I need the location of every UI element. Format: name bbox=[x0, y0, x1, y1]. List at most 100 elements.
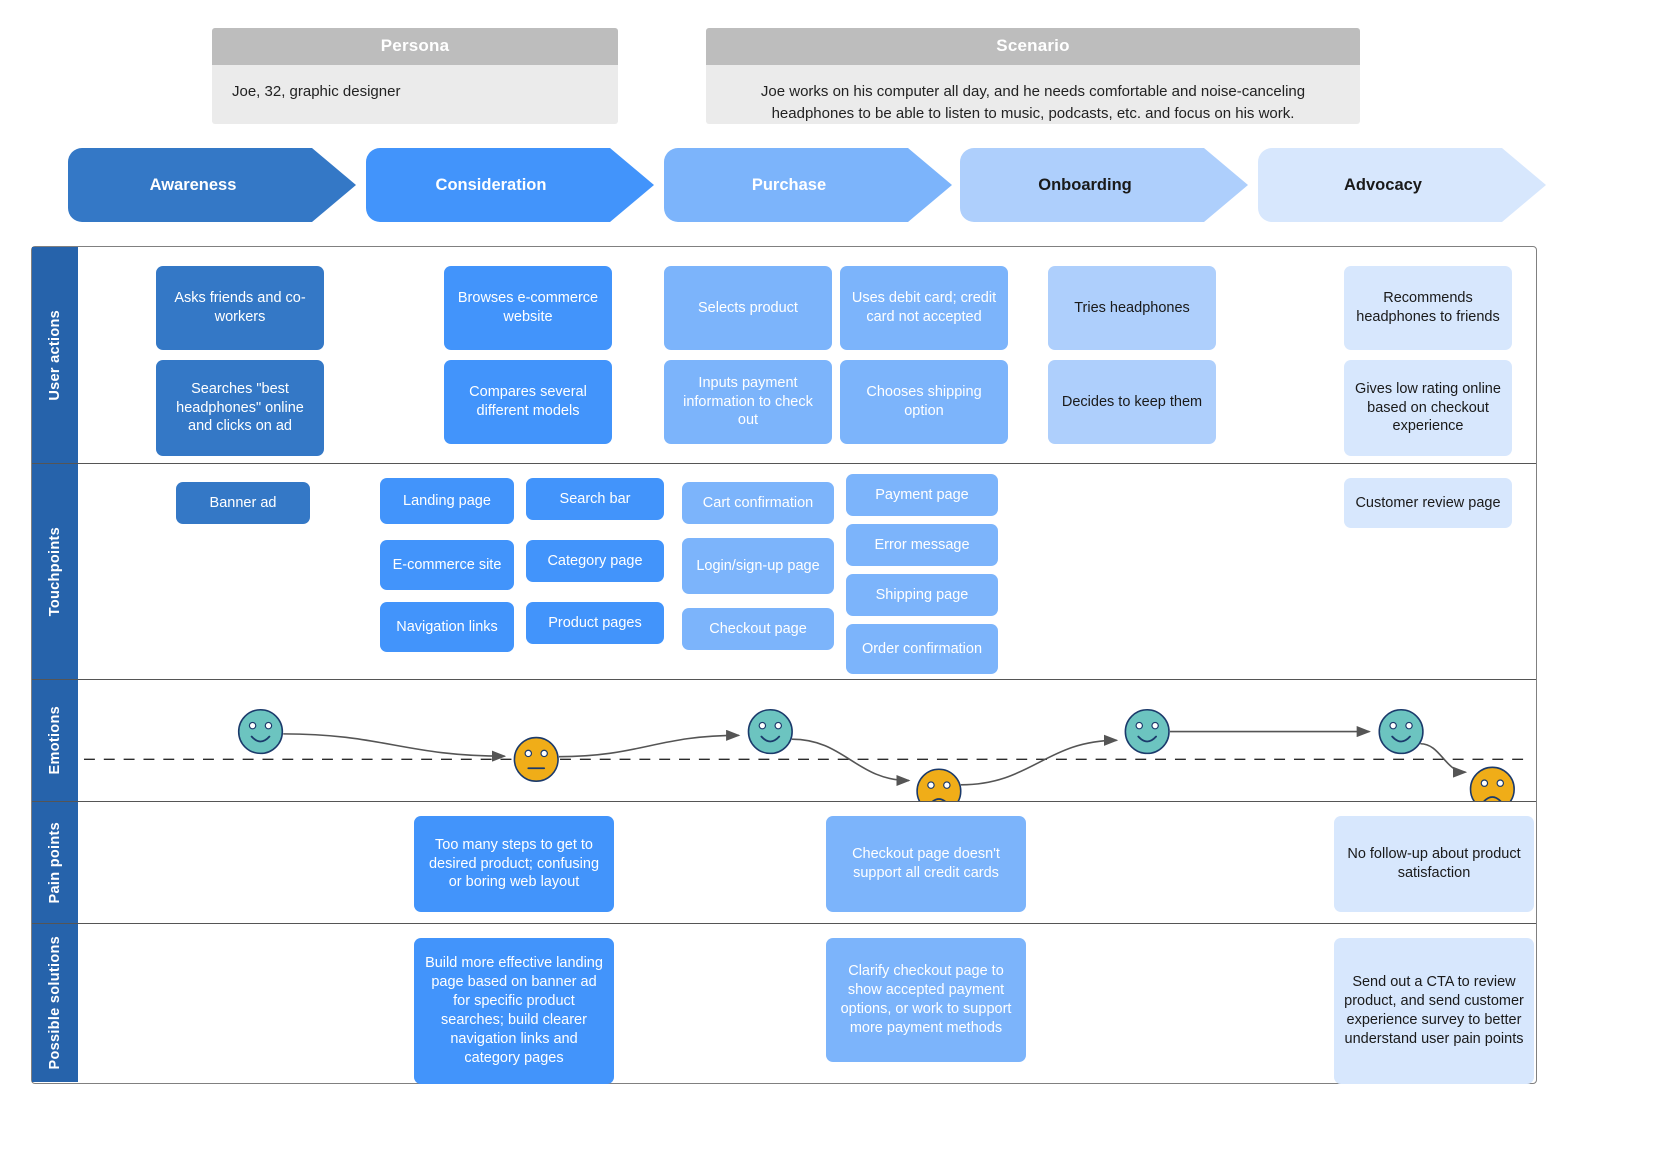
emotion-face-happy[interactable] bbox=[1124, 708, 1170, 755]
face-eye-icon bbox=[1135, 721, 1144, 730]
face-circle-icon bbox=[237, 708, 284, 755]
journey-card[interactable]: Order confirmation bbox=[846, 624, 998, 674]
journey-row-pain-points: Pain points Too many steps to get to desi… bbox=[32, 801, 1536, 923]
face-eye-icon bbox=[248, 721, 257, 730]
emotion-face-happy[interactable] bbox=[747, 708, 793, 755]
stage-chevron-consideration[interactable]: Consideration bbox=[366, 148, 654, 222]
journey-card[interactable]: Too many steps to get to desired product… bbox=[414, 816, 614, 912]
journey-card[interactable]: Searches "best headphones" online and cl… bbox=[156, 360, 324, 456]
face-circle-icon bbox=[1124, 708, 1170, 755]
row-label-text: User actions bbox=[47, 309, 63, 401]
journey-card[interactable]: Send out a CTA to review product, and se… bbox=[1334, 938, 1534, 1084]
journey-card[interactable]: Inputs payment information to check out bbox=[664, 360, 832, 444]
stage-label: Onboarding bbox=[1038, 175, 1132, 194]
journey-card[interactable]: Category page bbox=[526, 540, 664, 582]
face-eye-icon bbox=[927, 781, 935, 789]
journey-card[interactable]: Compares several different models bbox=[444, 360, 612, 444]
scenario-card: Scenario Joe works on his computer all d… bbox=[706, 28, 1360, 124]
face-eye-icon bbox=[1480, 779, 1489, 787]
face-circle-icon bbox=[1378, 708, 1424, 755]
journey-card[interactable]: Gives low rating online based on checkou… bbox=[1344, 360, 1512, 456]
face-mouth-icon bbox=[1137, 735, 1158, 743]
journey-card[interactable]: Product pages bbox=[526, 602, 664, 644]
row-label-user-actions: User actions bbox=[32, 247, 78, 463]
chevron-shape-icon bbox=[68, 148, 356, 222]
journey-card[interactable]: Checkout page doesn't support all credit… bbox=[826, 816, 1026, 912]
stage-chevron-awareness[interactable]: Awareness bbox=[68, 148, 356, 222]
journey-row-emotions: Emotions bbox=[32, 679, 1536, 801]
journey-card[interactable]: Checkout page bbox=[682, 608, 834, 650]
emotion-connector-arrow bbox=[283, 733, 507, 762]
journey-card[interactable]: E-commerce site bbox=[380, 540, 514, 590]
journey-card[interactable]: Shipping page bbox=[846, 574, 998, 616]
row-label-text: Touchpoints bbox=[47, 526, 63, 617]
journey-card[interactable]: Clarify checkout page to show accepted p… bbox=[826, 938, 1026, 1062]
journey-card[interactable]: Chooses shipping option bbox=[840, 360, 1008, 444]
journey-card[interactable]: Banner ad bbox=[176, 482, 310, 524]
emotion-face-happy[interactable] bbox=[237, 708, 284, 755]
face-eye-icon bbox=[1405, 721, 1413, 730]
journey-card[interactable]: No follow-up about product satisfaction bbox=[1334, 816, 1534, 912]
journey-card[interactable]: Browses e-commerce website bbox=[444, 266, 612, 350]
stage-label: Awareness bbox=[149, 175, 237, 194]
chevron-shape-icon bbox=[366, 148, 654, 222]
journey-card[interactable]: Asks friends and co-workers bbox=[156, 266, 324, 350]
chevron-shape-icon bbox=[960, 148, 1248, 222]
stage-chevron-onboarding[interactable]: Onboarding bbox=[960, 148, 1248, 222]
emotion-face-neutral[interactable] bbox=[513, 736, 559, 782]
journey-card[interactable]: Payment page bbox=[846, 474, 998, 516]
journey-card[interactable]: Selects product bbox=[664, 266, 832, 350]
journey-card[interactable]: Cart confirmation bbox=[682, 482, 834, 524]
row-content: Too many steps to get to desired product… bbox=[78, 802, 1536, 923]
journey-card[interactable]: Uses debit card; credit card not accepte… bbox=[840, 266, 1008, 350]
row-label-emotions: Emotions bbox=[32, 680, 78, 801]
face-eye-icon bbox=[524, 749, 533, 758]
face-mouth-icon bbox=[250, 735, 271, 743]
journey-card[interactable]: Landing page bbox=[380, 478, 514, 524]
journey-card[interactable]: Decides to keep them bbox=[1048, 360, 1216, 444]
stage-label: Purchase bbox=[751, 175, 827, 194]
scenario-text: Joe works on his computer all day, and h… bbox=[760, 83, 1306, 122]
emotion-face-sad[interactable] bbox=[1469, 766, 1515, 801]
emotion-connector-arrow bbox=[1420, 742, 1468, 778]
emotion-face-sad[interactable] bbox=[916, 768, 962, 801]
face-eye-icon bbox=[943, 781, 951, 789]
row-content bbox=[78, 680, 1536, 801]
face-mouth-icon bbox=[1483, 796, 1502, 801]
emotion-connector-arrow bbox=[558, 729, 741, 758]
journey-card[interactable]: Error message bbox=[846, 524, 998, 566]
journey-card[interactable]: Tries headphones bbox=[1048, 266, 1216, 350]
journey-card[interactable]: Login/sign-up page bbox=[682, 538, 834, 594]
stage-chevron-purchase[interactable]: Purchase bbox=[664, 148, 952, 222]
journey-card[interactable]: Navigation links bbox=[380, 602, 514, 652]
face-eye-icon bbox=[540, 749, 548, 758]
face-eye-icon bbox=[774, 721, 783, 730]
stage-chevron-advocacy[interactable]: Advocacy bbox=[1258, 148, 1546, 222]
chevron-shape-icon bbox=[1258, 148, 1546, 222]
face-circle-icon bbox=[747, 708, 793, 755]
emotion-face-happy[interactable] bbox=[1378, 708, 1424, 755]
journey-card[interactable]: Recommends headphones to friends bbox=[1344, 266, 1512, 350]
row-label-touchpoints: Touchpoints bbox=[32, 464, 78, 679]
row-content: Build more effective landing page based … bbox=[78, 924, 1536, 1084]
row-label-possible-solutions: Possible solutions bbox=[32, 924, 78, 1082]
journey-card[interactable]: Search bar bbox=[526, 478, 664, 520]
row-label-pain-points: Pain points bbox=[32, 802, 78, 923]
face-circle-icon bbox=[1469, 766, 1515, 801]
face-mouth-icon bbox=[1391, 735, 1411, 743]
face-eye-icon bbox=[1496, 779, 1505, 787]
face-circle-icon bbox=[513, 736, 559, 782]
stage-chevron-bar: Awareness Consideration Purchase Onboard… bbox=[0, 148, 1663, 226]
row-label-text: Possible solutions bbox=[47, 936, 63, 1070]
journey-card[interactable]: Customer review page bbox=[1344, 478, 1512, 528]
row-label-text: Pain points bbox=[47, 821, 63, 904]
journey-card[interactable]: Build more effective landing page based … bbox=[414, 938, 614, 1084]
row-label-text: Emotions bbox=[47, 706, 63, 775]
face-eye-icon bbox=[758, 721, 767, 730]
emotion-connector-arrow bbox=[791, 738, 911, 787]
